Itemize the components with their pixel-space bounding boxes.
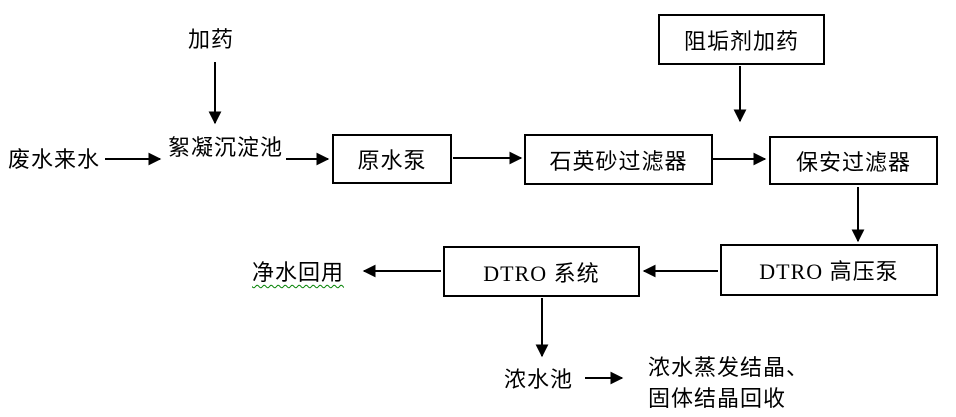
node-raw-pump: 原水泵: [332, 134, 452, 184]
node-dosing: 加药: [188, 27, 235, 52]
node-wastewater-in: 废水来水: [8, 147, 101, 172]
node-security-filter: 保安过滤器: [769, 136, 938, 185]
node-dtro-pump: DTRO 高压泵: [720, 244, 938, 296]
node-quartz-filter: 石英砂过滤器: [524, 134, 713, 185]
node-conc-treatment: 浓水蒸发结晶、 固体结晶回收: [648, 355, 810, 411]
node-dtro-system: DTRO 系统: [443, 246, 640, 297]
node-conc-tank: 浓水池: [504, 367, 574, 392]
node-floc-tank: 絮凝沉淀池: [168, 135, 284, 160]
node-clean-water-reuse: 净水回用: [252, 260, 345, 285]
node-antiscalant-dosing: 阻垢剂加药: [658, 14, 825, 65]
